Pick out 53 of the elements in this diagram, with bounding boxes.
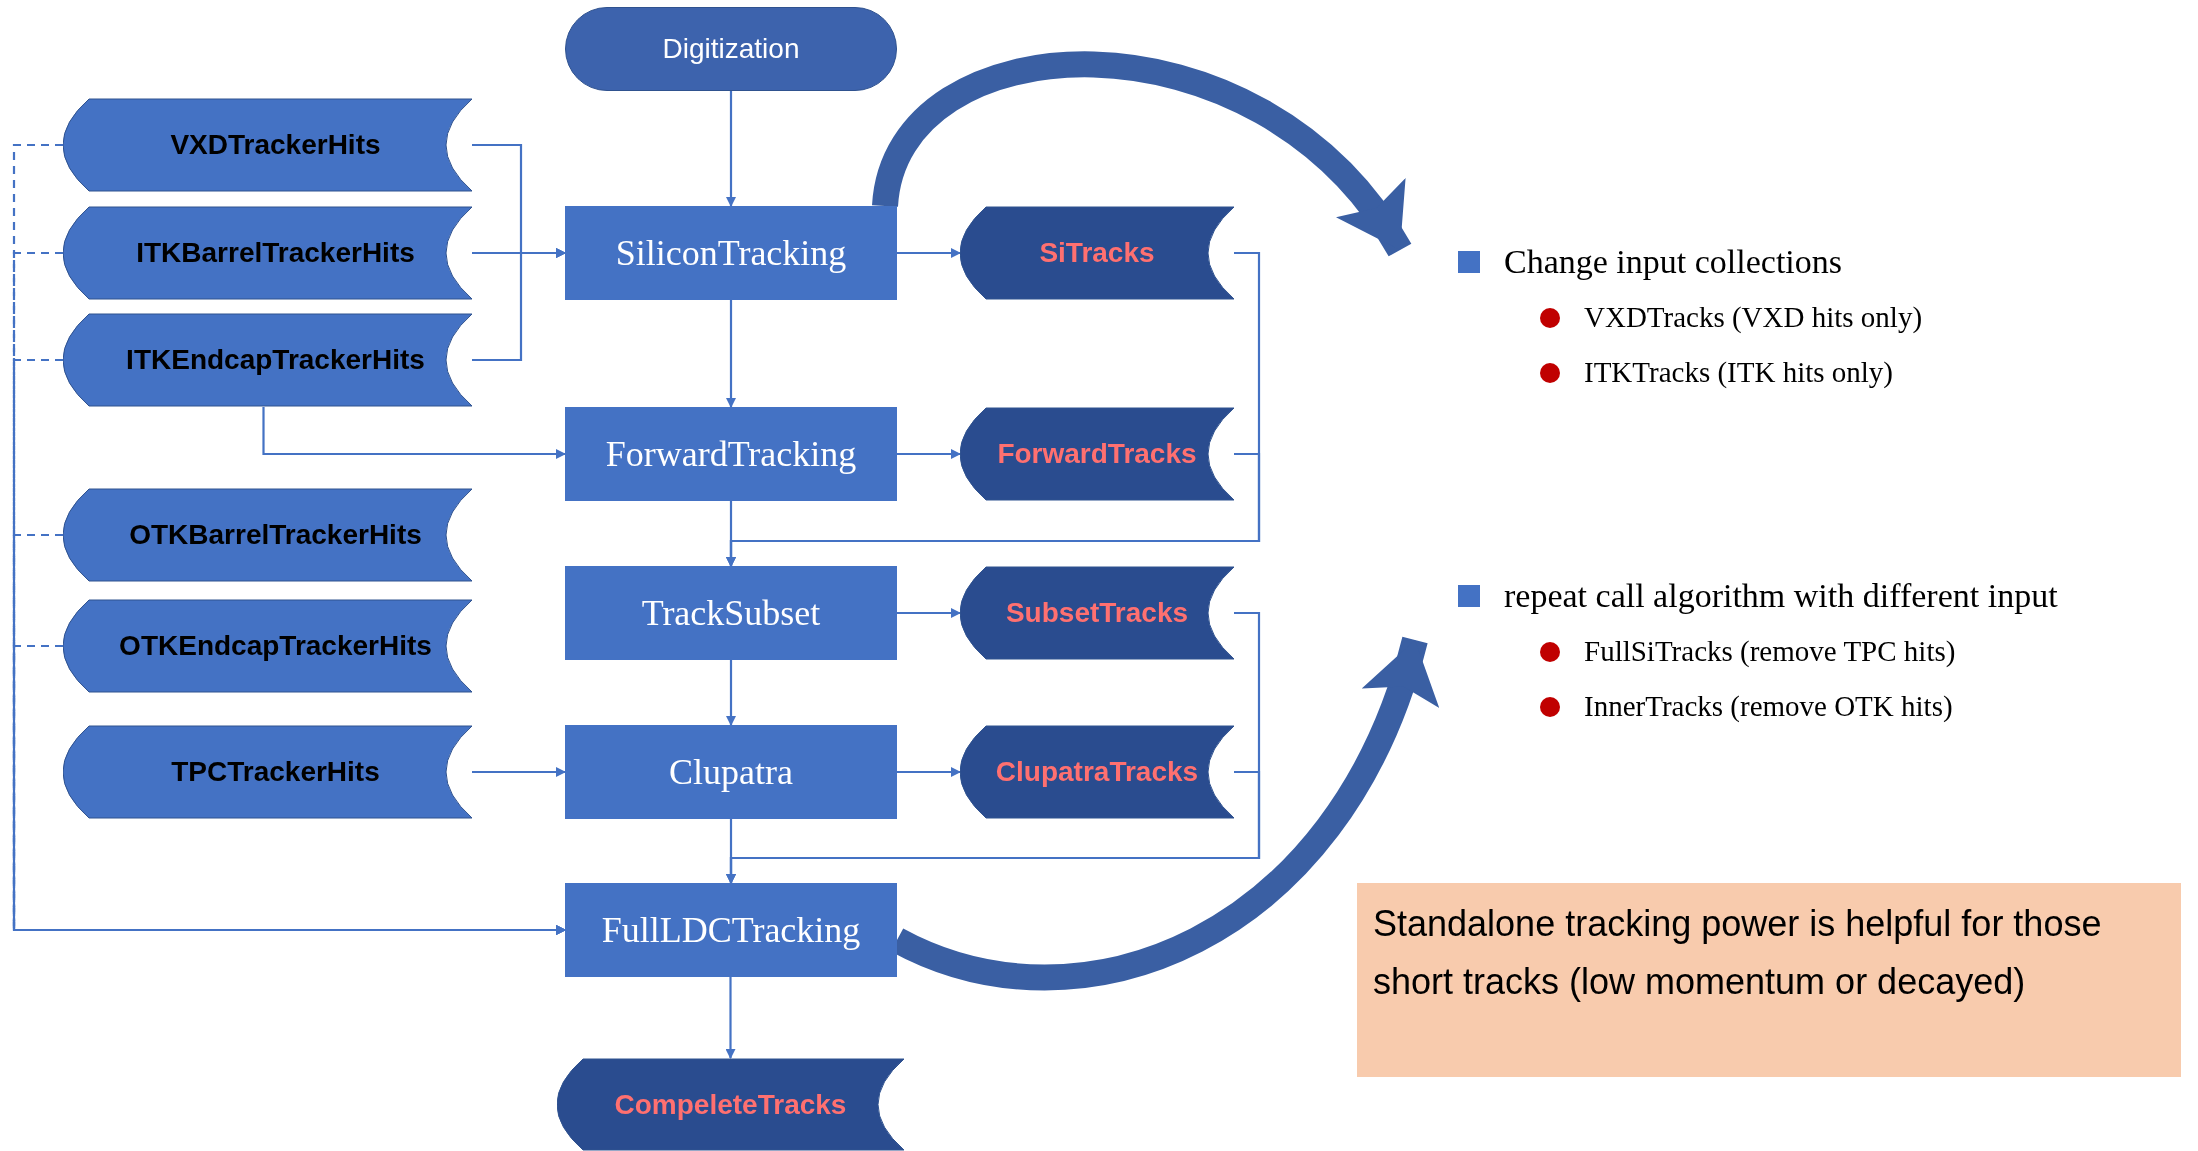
node-label: TrackSubset <box>641 592 821 635</box>
arrow <box>726 300 736 408</box>
bullet-text: repeat call algorithm with different input <box>1504 576 2058 616</box>
arrow <box>897 608 961 618</box>
bullet-text: FullSiTracks (remove TPC hits) <box>1584 634 1956 669</box>
data-shape <box>63 98 472 192</box>
note-box <box>1357 883 2181 1077</box>
bullet-text: Change input collections <box>1504 242 1843 282</box>
arrow <box>726 91 736 207</box>
arrow <box>472 248 566 362</box>
curved-block-arrow <box>872 51 1411 258</box>
data-shape <box>63 206 472 300</box>
data-shape <box>960 407 1234 501</box>
process-box <box>565 883 897 977</box>
data-shape <box>960 206 1234 300</box>
node-label: ForwardTracks <box>997 437 1197 471</box>
process-box <box>565 206 897 300</box>
arrow <box>12 644 566 935</box>
node-label: Clupatra <box>669 751 793 794</box>
arrow <box>472 767 566 777</box>
arrow <box>897 248 961 258</box>
arrow <box>726 819 736 884</box>
bullet-text: InnerTracks (remove OTK hits) <box>1584 689 1953 724</box>
arrow <box>262 407 566 459</box>
node-label: VXDTrackerHits <box>169 128 381 162</box>
node-label: SiTracks <box>1039 236 1155 270</box>
node-label: TPCTrackerHits <box>170 755 380 789</box>
data-shape <box>960 566 1234 660</box>
data-shape <box>557 1058 904 1151</box>
process-box <box>565 407 897 501</box>
node-label: SubsetTracks <box>1005 596 1189 630</box>
node-label: FullLDCTracking <box>601 909 861 952</box>
node-label: OTKEndcapTrackerHits <box>118 629 432 663</box>
node-label: Standalone tracking power is helpful for those short tracks (low momentum or decayed) <box>1373 902 2103 1004</box>
bullet-text: VXDTracks (VXD hits only) <box>1584 300 1923 335</box>
arrow <box>726 501 736 567</box>
node-label: ForwardTracking <box>605 433 857 476</box>
arrow <box>897 449 961 459</box>
data-shape <box>63 725 472 819</box>
node-label: ITKBarrelTrackerHits <box>135 236 415 270</box>
arrow <box>726 660 736 726</box>
process-box <box>565 566 897 660</box>
node-label: ITKEndcapTrackerHits <box>125 343 425 377</box>
node-label: CompeleteTracks <box>614 1087 847 1122</box>
node-label: SiliconTracking <box>615 232 847 275</box>
data-shape <box>63 488 472 582</box>
arrow <box>725 977 736 1059</box>
data-shape <box>63 313 472 407</box>
bullet-text: ITKTracks (ITK hits only) <box>1584 355 1894 390</box>
node-label: OTKBarrelTrackerHits <box>128 518 422 552</box>
node-label: Digitization <box>662 32 800 66</box>
process-box <box>565 725 897 819</box>
data-shape <box>63 599 472 693</box>
